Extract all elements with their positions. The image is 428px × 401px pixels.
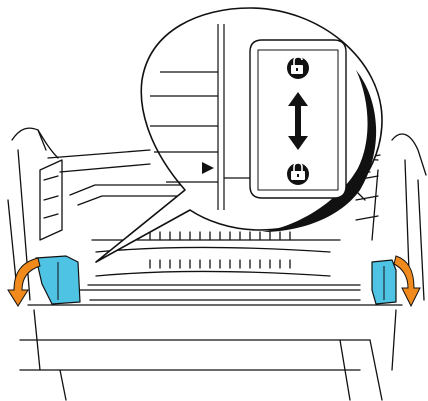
down-arrow-left-icon — [8, 258, 40, 306]
down-arrow-right-icon — [394, 256, 420, 306]
lock-icon — [287, 163, 309, 185]
right-lever — [372, 260, 396, 304]
left-lever — [36, 256, 80, 304]
unlock-icon — [287, 57, 309, 79]
zoom-callout — [96, 8, 382, 262]
